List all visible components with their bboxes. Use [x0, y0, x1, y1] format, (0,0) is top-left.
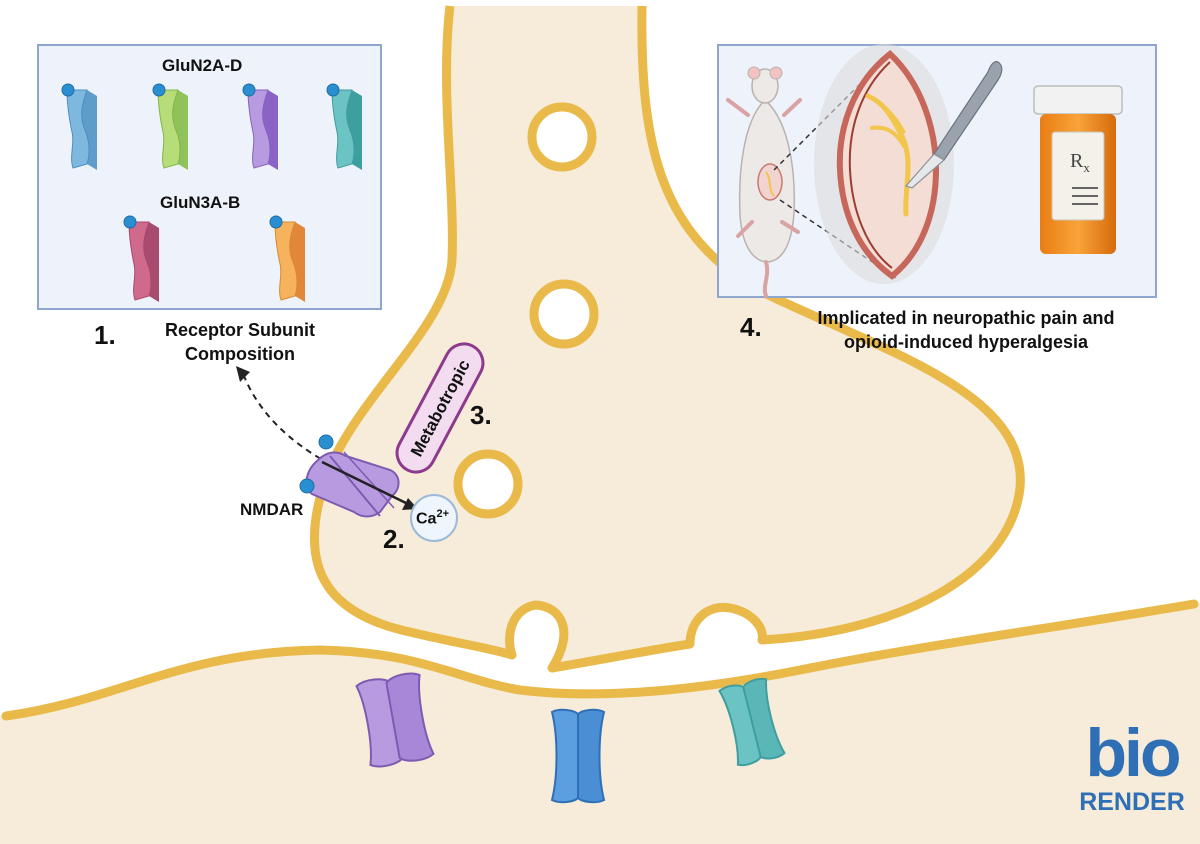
subunit-glun2b [152, 83, 188, 170]
biorender-logo: bio RENDER [1074, 718, 1190, 816]
vesicle-1 [527, 102, 597, 172]
postsynaptic-receptor-blue [550, 708, 606, 804]
subunit-glun3a [123, 215, 159, 302]
postsynaptic-receptor-teal [718, 677, 786, 767]
calcium-arrow [321, 460, 409, 506]
label-glun2: GluN2A-D [162, 56, 243, 75]
logo-bottom: RENDER [1079, 788, 1185, 816]
nmdar-receptor [299, 434, 400, 518]
postsynaptic-membrane [1, 599, 1199, 721]
vesicle-2 [529, 279, 599, 349]
pill-bottle-icon [1033, 85, 1123, 254]
calcium-ion [410, 494, 458, 542]
step-4-caption: Implicated in neuropathic pain and opioi… [776, 306, 1156, 354]
calcium-symbol: Ca [416, 510, 437, 528]
vesicle-3 [453, 449, 523, 519]
nmdar-label: NMDAR [240, 500, 304, 519]
rat-illustration [726, 66, 802, 298]
step-4-number: 4. [740, 312, 762, 342]
subunit-glun2c [242, 83, 278, 170]
panel-subunits [37, 44, 382, 310]
postsynaptic-receptor-purple [355, 672, 435, 768]
dashed-arrow [243, 375, 331, 465]
rx-letter: R [1070, 150, 1084, 172]
subunit-glun2a [61, 83, 97, 170]
subunit-glun2d [326, 83, 362, 170]
step-4-caption-line-1: Implicated in neuropathic pain and [817, 308, 1115, 328]
calcium-charge: 2+ [436, 508, 449, 520]
logo-top: bio [1085, 715, 1182, 791]
label-glun3: GluN3A-B [160, 193, 241, 212]
rx-symbol: Rx [1070, 150, 1090, 175]
step-1-caption-line-1: Receptor Subunit [164, 320, 315, 340]
step-1-number: 1. [94, 320, 116, 350]
step-1-caption: Receptor Subunit Composition [140, 318, 340, 366]
surgical-detail [814, 44, 954, 284]
scalpel-icon [904, 61, 1003, 189]
step-1-caption-line-2: Composition [185, 344, 295, 364]
step-3-number: 3. [470, 400, 492, 430]
step-4-caption-line-2: opioid-induced hyperalgesia [843, 332, 1089, 352]
calcium-ion-label: Ca2+ [416, 508, 449, 528]
step-2-number: 2. [383, 524, 405, 554]
dashed-arrow-head [236, 366, 250, 382]
metabotropic-pill [395, 342, 485, 474]
subunit-glun3b [269, 215, 305, 302]
